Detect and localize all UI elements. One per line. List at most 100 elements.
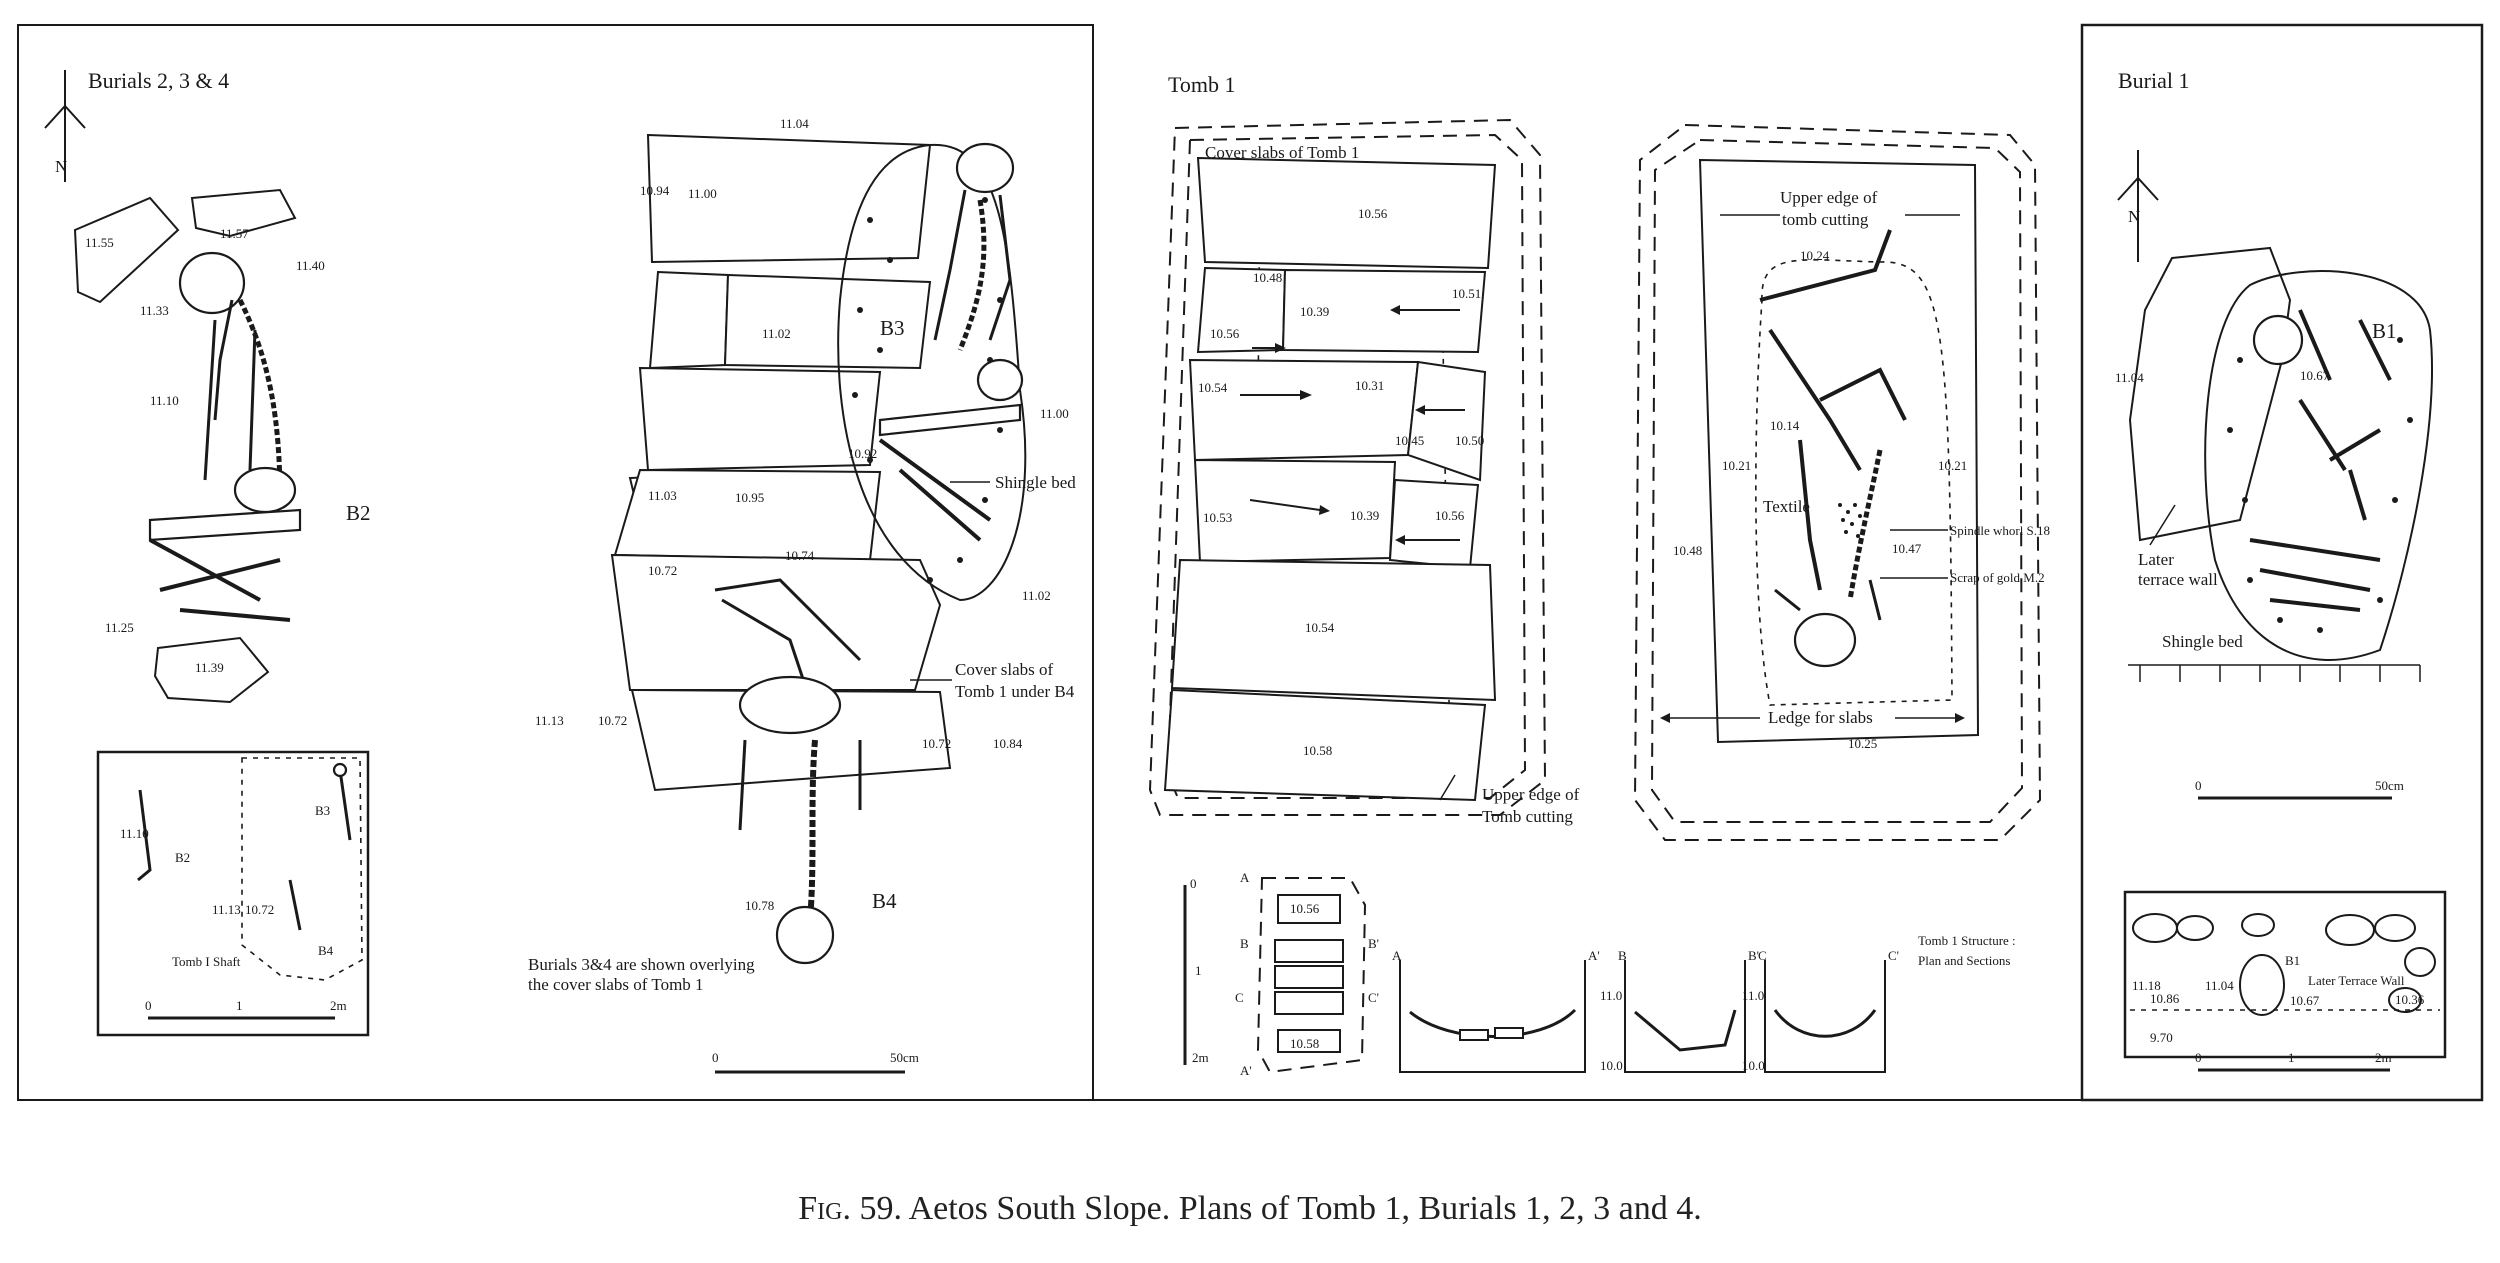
svg-text:11.57: 11.57 <box>220 226 249 241</box>
left-inset-frame <box>96 750 370 1037</box>
overlay-note-1: Burials 3&4 are shown overlying <box>528 955 755 974</box>
svg-text:11.0: 11.0 <box>1600 988 1622 1003</box>
left-panel-frame <box>17 24 1094 1101</box>
svg-text:11.10: 11.10 <box>120 826 149 841</box>
svg-text:2m: 2m <box>2375 1050 2392 1065</box>
right-inset-wall-label: Later Terrace Wall <box>2308 973 2405 988</box>
svg-text:0: 0 <box>2195 1050 2202 1065</box>
tomb1-floor-ledge-outline <box>1755 259 1953 706</box>
svg-text:0: 0 <box>2195 778 2202 793</box>
svg-text:10.31: 10.31 <box>1355 378 1384 393</box>
burial1-shingle-area <box>2204 270 2433 661</box>
tomb1-floor-inner <box>1650 138 2024 823</box>
left-panel-title: Burials 2, 3 & 4 <box>88 68 229 93</box>
svg-text:10.53: 10.53 <box>1203 510 1232 525</box>
cover-slabs-label-1: Cover slabs of <box>955 660 1054 679</box>
figure-caption: Fig. 59. Aetos South Slope. Plans of Tom… <box>0 1190 2500 1228</box>
left-elevations: 11.04 10.94 11.00 11.55 11.57 11.40 11.3… <box>85 116 1069 913</box>
spindle-whorl-label: Spindle whorl S.18 <box>1950 523 2050 538</box>
svg-text:11.39: 11.39 <box>195 660 224 675</box>
svg-text:10.0: 10.0 <box>1600 1058 1623 1073</box>
svg-text:11.02: 11.02 <box>762 326 791 341</box>
svg-text:B2: B2 <box>175 850 190 865</box>
svg-text:10.67: 10.67 <box>2300 368 2330 383</box>
svg-text:10.84: 10.84 <box>993 736 1023 751</box>
tomb1-upper-edge-2: Tomb cutting <box>1482 807 1573 826</box>
svg-text:11.10: 11.10 <box>150 393 179 408</box>
svg-text:10.94: 10.94 <box>640 183 670 198</box>
right-inset-scale: 0 1 2m <box>2195 1050 2392 1072</box>
sections-caption-1: Tomb 1 Structure : <box>1918 933 2016 948</box>
textile-label: Textile <box>1763 497 1810 516</box>
burial1-shingle-label: Shingle bed <box>2162 632 2243 651</box>
tomb1-inner-cutting <box>1166 133 1527 799</box>
svg-text:50cm: 50cm <box>890 1050 919 1065</box>
svg-text:10.50: 10.50 <box>1455 433 1484 448</box>
svg-text:A': A' <box>1588 948 1600 963</box>
svg-text:10.48: 10.48 <box>1253 270 1282 285</box>
svg-text:2m: 2m <box>1192 1050 1209 1065</box>
section-plan-outline <box>1256 877 1367 1074</box>
svg-text:11.04: 11.04 <box>2205 978 2234 993</box>
svg-text:10.56: 10.56 <box>1358 206 1388 221</box>
burial1-title: Burial 1 <box>2118 68 2190 93</box>
svg-text:10.56: 10.56 <box>1290 901 1320 916</box>
figure-number: Fig. 59. <box>798 1190 902 1227</box>
svg-text:10.39: 10.39 <box>1350 508 1379 523</box>
section-letters: A A A' A' B B B' B' C C C' C' <box>1235 870 1899 1078</box>
svg-text:B1: B1 <box>2285 953 2300 968</box>
svg-text:C': C' <box>1888 948 1899 963</box>
floor-upper-edge-1: Upper edge of <box>1780 188 1878 207</box>
stone <box>190 188 297 238</box>
section-plan-slabs <box>1274 894 1344 1053</box>
svg-text:10.56: 10.56 <box>1435 508 1465 523</box>
svg-text:B: B <box>1618 948 1627 963</box>
svg-text:10.48: 10.48 <box>1673 543 1702 558</box>
left-inset-marks <box>137 762 352 931</box>
sections-caption-2: Plan and Sections <box>1918 953 2010 968</box>
svg-text:10.74: 10.74 <box>785 548 815 563</box>
svg-text:2m: 2m <box>330 998 347 1013</box>
section-b <box>1624 960 1746 1073</box>
svg-text:0: 0 <box>1190 876 1197 891</box>
tomb1-elevations: 10.56 10.48 10.39 10.51 10.56 10.54 10.3… <box>1198 206 1484 758</box>
svg-text:1: 1 <box>1195 963 1202 978</box>
burial1-scale-bar: 0 50cm <box>2195 778 2404 800</box>
svg-text:10.56: 10.56 <box>1210 326 1240 341</box>
textile-stipple <box>1838 503 1862 538</box>
svg-text:11.03: 11.03 <box>648 488 677 503</box>
svg-text:10.58: 10.58 <box>1290 1036 1319 1051</box>
svg-text:10.72: 10.72 <box>648 563 677 578</box>
terrace-wall-label-1: Later <box>2138 550 2174 569</box>
svg-text:11.33: 11.33 <box>140 303 169 318</box>
svg-text:0: 0 <box>145 998 152 1013</box>
svg-text:10.95: 10.95 <box>735 490 764 505</box>
section-levels: 11.0 10.0 11.0 10.0 <box>1600 988 1765 1073</box>
svg-text:10.67: 10.67 <box>2290 993 2320 1008</box>
svg-text:11.00: 11.00 <box>688 186 717 201</box>
svg-text:11.18: 11.18 <box>2132 978 2161 993</box>
tomb1-title: Tomb 1 <box>1168 72 1236 97</box>
svg-text:B': B' <box>1368 936 1379 951</box>
label-b4: B4 <box>872 889 897 913</box>
sections-scale: 0 1 2m <box>1183 876 1209 1065</box>
figure-caption-text: Aetos South Slope. Plans of Tomb 1, Buri… <box>908 1190 1702 1227</box>
svg-text:11.13: 11.13 <box>212 902 241 917</box>
svg-text:10.72: 10.72 <box>922 736 951 751</box>
svg-text:50cm: 50cm <box>2375 778 2404 793</box>
svg-text:10.51: 10.51 <box>1452 286 1481 301</box>
svg-text:11.04: 11.04 <box>2115 370 2144 385</box>
svg-text:11.02: 11.02 <box>1022 588 1051 603</box>
svg-text:11.55: 11.55 <box>85 235 114 250</box>
overlay-note-2: the cover slabs of Tomb 1 <box>528 975 704 994</box>
label-b2: B2 <box>346 501 371 525</box>
svg-text:10.14: 10.14 <box>1770 418 1800 433</box>
floor-elevations: 10.24 10.14 10.21 10.21 10.48 10.47 10.2… <box>1673 248 1967 751</box>
tomb1-floor-outer <box>1633 123 2042 841</box>
north-arrow-icon: N <box>44 70 86 182</box>
svg-text:B': B' <box>1748 948 1759 963</box>
tomb1-upper-edge-1: Upper edge of <box>1482 785 1580 804</box>
svg-text:11.00: 11.00 <box>1040 406 1069 421</box>
skeleton-b1 <box>2249 309 2392 612</box>
north-letter: N <box>55 157 67 176</box>
